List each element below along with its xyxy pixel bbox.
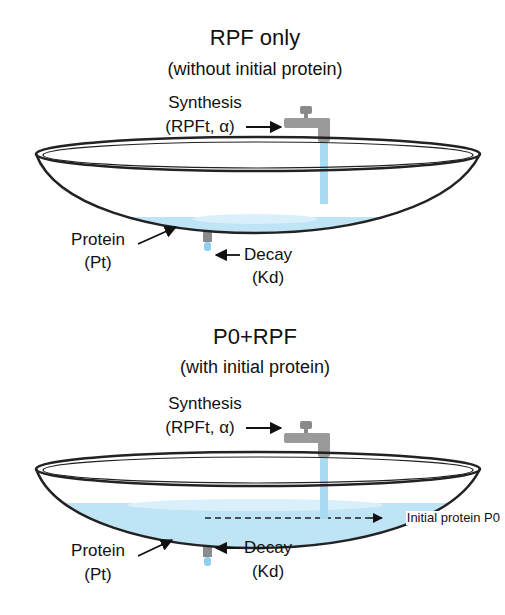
label: Decay	[244, 246, 292, 265]
label: P0+RPF	[213, 325, 297, 349]
label: RPF only	[210, 26, 300, 50]
label: (Pt)	[84, 566, 111, 585]
label: Synthesis	[168, 395, 242, 414]
label: (with initial protein)	[180, 358, 330, 378]
label: (Kd)	[252, 269, 284, 288]
label: Protein	[71, 542, 125, 561]
label: Synthesis	[168, 94, 242, 113]
label: (without initial protein)	[167, 60, 342, 80]
label: (Pt)	[84, 254, 111, 273]
label: (RPFt, α)	[165, 118, 234, 137]
label: (Kd)	[252, 563, 284, 582]
label: (RPFt, α)	[165, 419, 234, 438]
label: Initial protein P0	[406, 511, 501, 525]
label: Decay	[244, 539, 292, 558]
label: Protein	[71, 231, 125, 250]
